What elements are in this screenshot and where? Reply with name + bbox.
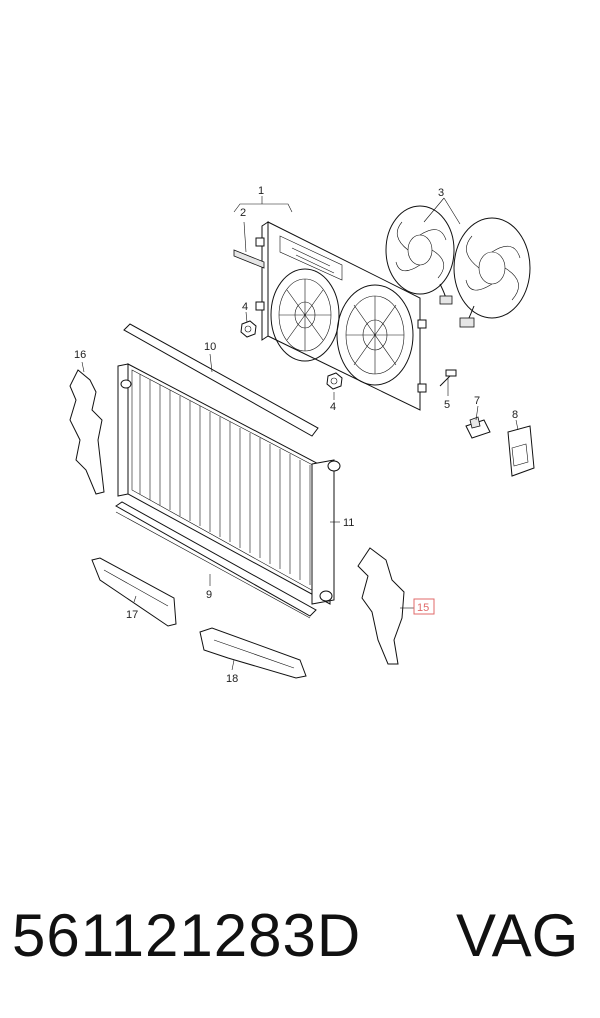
fan-right bbox=[453, 217, 531, 328]
callout-1: 1 bbox=[258, 185, 264, 197]
air-guide-17 bbox=[91, 557, 177, 627]
screw-5 bbox=[439, 369, 457, 387]
fan-shroud bbox=[255, 221, 427, 411]
callout-7: 7 bbox=[474, 395, 480, 407]
label-sticker bbox=[233, 249, 265, 269]
callout-8: 8 bbox=[512, 409, 518, 421]
nut-4a bbox=[240, 320, 257, 338]
callout-4b: 4 bbox=[330, 401, 336, 413]
callout-17: 17 bbox=[126, 609, 138, 621]
callout-15-highlight: 15 bbox=[413, 598, 435, 615]
callout-18: 18 bbox=[226, 673, 238, 685]
parts-diagram: 1 2 3 4 4 5 7 8 9 10 11 16 17 18 15 bbox=[69, 185, 535, 685]
callout-16: 16 bbox=[74, 349, 86, 361]
callout-2: 2 bbox=[240, 207, 246, 219]
brand: VAG bbox=[456, 902, 579, 969]
air-guide-15 bbox=[357, 547, 405, 665]
footer: 561121283D VAG bbox=[0, 890, 600, 990]
callout-5: 5 bbox=[444, 399, 450, 411]
callout-10: 10 bbox=[204, 341, 216, 353]
callout-9: 9 bbox=[206, 589, 212, 601]
lower-seal-9 bbox=[115, 501, 317, 617]
radiator bbox=[117, 363, 341, 605]
callout-3: 3 bbox=[438, 187, 444, 199]
air-guide-16 bbox=[69, 369, 105, 495]
clip-7 bbox=[465, 416, 491, 439]
callout-4a: 4 bbox=[242, 301, 248, 313]
bracket-8 bbox=[507, 425, 535, 477]
part-number: 561121283D bbox=[12, 902, 362, 969]
leader-lines bbox=[81, 196, 519, 671]
fan-left bbox=[385, 205, 455, 305]
seal-strip-10 bbox=[123, 323, 319, 437]
callout-15: 15 bbox=[417, 602, 429, 614]
air-duct-18 bbox=[199, 627, 307, 679]
nut-4b bbox=[326, 372, 343, 390]
callout-11: 11 bbox=[343, 517, 354, 529]
